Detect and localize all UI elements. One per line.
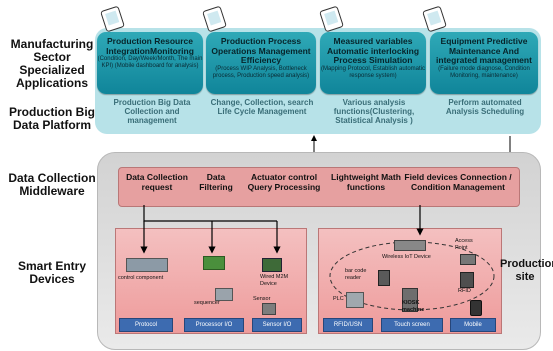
mw-math-functions: Lightweight Math functions [331,172,401,192]
access-point-label: Access Point [455,238,473,251]
app-subtitle: (Condition, Day/Week/Month, The main KPI… [97,56,203,69]
wireless-iot-device-icon [394,240,426,251]
mobile-device-icon [470,300,482,316]
sequencer-label: sequencer [194,300,220,306]
middleware-layer-label: Data Collection Middleware [8,171,96,198]
mw-data-filtering: Data Filtering [199,172,233,192]
kiosk-machine-icon [402,288,418,312]
device-label-sensor-io: Sensor I/O [252,318,302,332]
control-component-label: control component [118,275,164,281]
wired-m2m-device-icon-2 [262,258,282,272]
app-predictive-maintenance: Equipment Predictive Maintenance And int… [430,32,538,94]
rfid-reader-icon [460,272,474,288]
plc-label: PLC [333,296,344,302]
bigdata-lifecycle: Change, Collection, search Life Cycle Ma… [210,98,314,116]
mw-collection-request: Data Collection request [126,172,188,192]
app-title: Production Resource IntegrationMonitorin… [106,36,194,56]
device-label-rfid-usn: RFID/USN [323,318,373,332]
mw-actuator-query: Actuator control Query Processing [247,172,321,192]
manufacturing-layer-label: Manufacturing Sector Specialized Applica… [10,37,94,90]
wireless-iot-label: Wireless IoT Device [382,254,431,260]
app-subtitle: (Mapping Protocol, Establish automatic r… [320,65,426,79]
bigdata-analysis: Various analysis functions(Clustering, S… [333,98,415,125]
device-label-processor-io: Processor I/O [184,318,244,332]
device-label-touch-screen: Touch screen [381,318,443,332]
wired-m2m-device-icon [203,256,225,270]
app-process-simulation: Measured variables Automatic interlockin… [320,32,426,94]
device-label-mobile: Mobile [450,318,496,332]
control-component-icon [126,258,168,272]
device-label-protocol: Protocol [119,318,173,332]
sensor-icon [262,303,276,315]
wired-devices-box [115,228,307,334]
mw-field-devices: Field devices Connection / Condition Man… [404,172,512,192]
bigdata-scheduling: Perform automated Analysis Scheduling [445,98,525,116]
app-subtitle: (Failure mode diagnose, Condition Monito… [438,65,530,79]
app-resource-monitoring: Production Resource IntegrationMonitorin… [97,32,203,94]
app-title: Equipment Predictive Maintenance And int… [436,36,532,65]
wired-m2m-label: Wired M2M Device [260,274,289,287]
app-process-efficiency: Production Process Operations Management… [206,32,316,94]
rfid-label: RFID [458,288,471,294]
devices-layer-label: Smart Entry Devices [17,259,87,286]
kiosk-label: KIOSK machine [402,300,425,313]
bigdata-collection: Production Big Data Collection and manag… [113,98,191,125]
production-site-label: Production site [500,258,553,283]
app-title: Production Process Operations Management… [211,36,311,65]
barcode-reader-label: bar code reader [345,268,367,281]
platform-layer-label: Production Big Data Platform [9,105,95,132]
app-title: Measured variables Automatic interlockin… [326,36,420,65]
connector-line [143,205,277,222]
app-subtitle: (Process WIP Analysis, Bottleneck proces… [212,65,310,79]
sequencer-icon [215,288,233,301]
plc-icon [346,292,364,308]
access-point-icon [460,254,476,265]
sensor-label: Sensor [253,296,271,302]
barcode-reader-icon [378,270,390,286]
middleware-function-bar [118,167,520,207]
